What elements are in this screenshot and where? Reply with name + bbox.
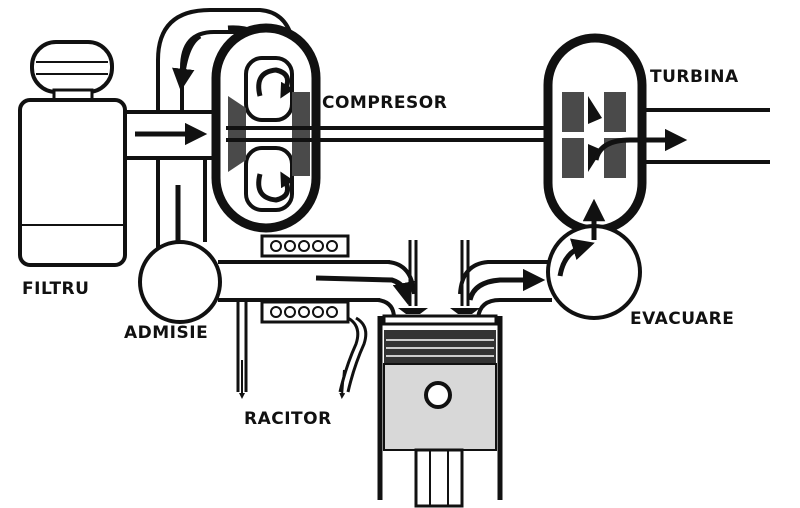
turbine-outlet-pipe [593, 108, 770, 164]
intercooler [236, 234, 390, 399]
cooler-label: RACITOR [244, 409, 332, 429]
air-filter-body [18, 98, 127, 267]
turbo-shaft [226, 126, 588, 142]
engine-cylinder [377, 314, 503, 508]
air-filter-cap [30, 40, 114, 94]
exhaust-valve [450, 240, 480, 314]
turbine-label: TURBINA [650, 67, 739, 87]
connecting-rod [414, 448, 464, 508]
air-filter [18, 40, 127, 267]
intake-label: ADMISIE [124, 323, 208, 343]
cylinder-head [382, 314, 498, 326]
intake-chamber [138, 240, 222, 324]
piston-pin [424, 381, 452, 409]
intake-pipe [125, 110, 220, 160]
compressor-label: COMPRESOR [322, 93, 447, 113]
piston-rings [384, 330, 496, 364]
intake-manifold [138, 240, 262, 324]
turbine-housing [543, 33, 647, 235]
intake-valve [398, 240, 428, 314]
exhaust-label: EVACUARE [630, 309, 734, 329]
filter-label: FILTRU [22, 279, 89, 299]
exhaust-manifold [546, 198, 642, 320]
